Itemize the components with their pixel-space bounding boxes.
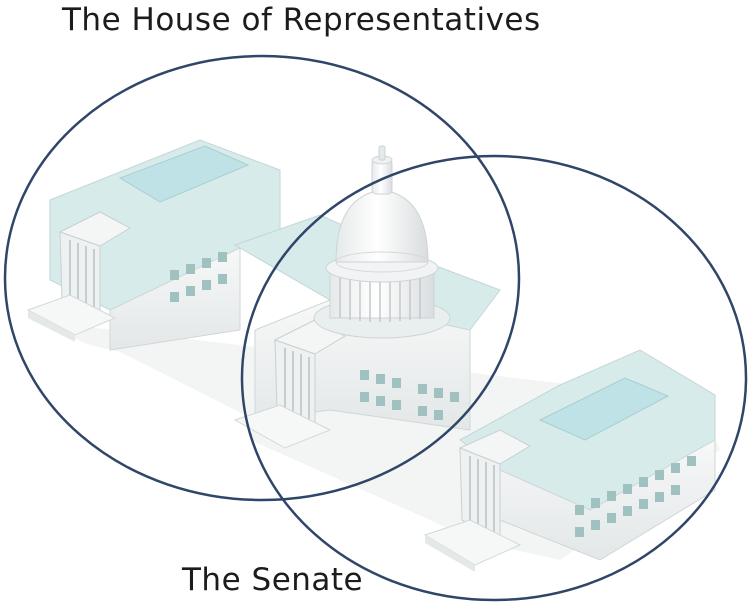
house-set-circle <box>3 54 521 502</box>
senate-set-label: The Senate <box>182 562 364 598</box>
house-set-label: The House of Representatives <box>62 2 541 38</box>
capitol-building-image <box>26 139 720 572</box>
senate-set-circle <box>240 154 748 602</box>
dome <box>313 145 451 339</box>
left-wing <box>26 139 281 351</box>
right-wing <box>423 349 716 572</box>
center-block <box>233 145 501 449</box>
